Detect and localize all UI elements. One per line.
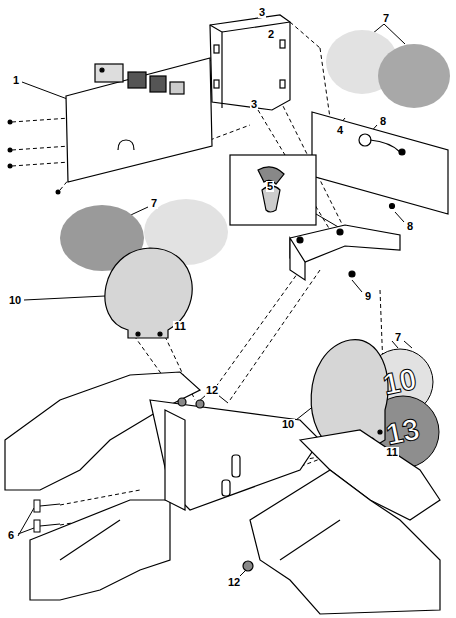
mounting-plate	[312, 112, 448, 214]
callout-number: 7	[150, 198, 158, 209]
callout-number: 11	[173, 321, 187, 332]
decal-number: 10	[380, 364, 421, 401]
callout-number: 9	[364, 291, 372, 302]
callout-number: 8	[406, 221, 414, 232]
frame	[5, 372, 440, 614]
decal	[378, 44, 450, 108]
bracket-box	[210, 15, 290, 110]
callout-number: 7	[394, 332, 402, 343]
callout-number: 10	[8, 295, 22, 306]
callout-number: 11	[385, 447, 399, 458]
callout-number: 3	[250, 99, 258, 110]
decal-number: 13	[383, 414, 424, 451]
callout-number: 5	[266, 181, 274, 192]
callout-number: 2	[267, 29, 275, 40]
side-panel	[105, 248, 192, 338]
callout-number: 12	[227, 577, 241, 588]
callout-number: 8	[379, 116, 387, 127]
support-bracket	[290, 225, 400, 280]
callout-number: 12	[205, 385, 219, 396]
callout-number: 6	[7, 530, 15, 541]
controller-panel	[66, 58, 212, 182]
callout-number: 4	[336, 125, 344, 136]
callout-number: 3	[258, 7, 266, 18]
clip-inset	[230, 155, 316, 225]
bolt	[34, 500, 60, 532]
screws	[8, 120, 61, 195]
callout-number: 7	[382, 13, 390, 24]
callout-number: 10	[281, 419, 295, 430]
callout-number: 1	[12, 75, 20, 86]
